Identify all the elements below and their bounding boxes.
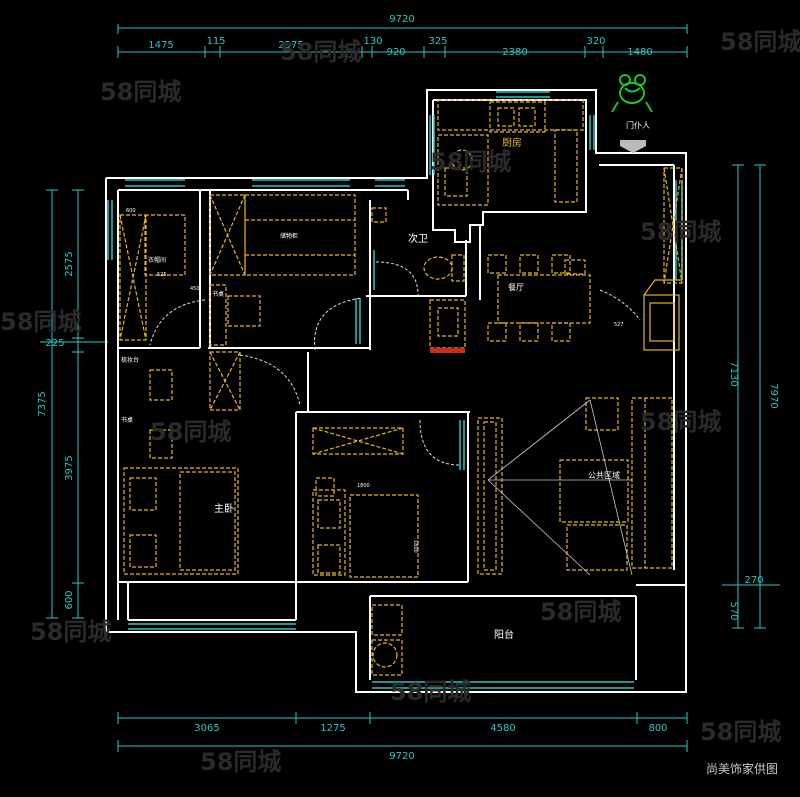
watermark: 58同城 xyxy=(540,598,621,626)
entrance-shoe-cabinet xyxy=(643,294,680,351)
wardrobe-cloakroom xyxy=(119,214,147,341)
dim-left-seg-3: 3975 xyxy=(64,455,75,480)
watermark: 58同城 xyxy=(150,418,231,446)
dim-top-seg-4: 130 xyxy=(363,36,382,47)
dim-top-seg-2: 115 xyxy=(206,36,225,47)
watermark: 58同城 xyxy=(100,78,181,106)
small-dim-6: 1800 xyxy=(412,540,418,553)
watermark: 58同城 xyxy=(200,748,281,776)
dim-top-seg-1: 1475 xyxy=(148,40,173,51)
label-master-bedroom: 主卧 xyxy=(214,502,234,515)
label-balcony: 阳台 xyxy=(494,628,514,641)
walls xyxy=(105,89,687,693)
image-credit: 尚美饰家供图 xyxy=(705,762,778,776)
small-dim-4: 527 xyxy=(614,322,624,328)
label-wardrobe: 书桌 xyxy=(121,416,133,424)
watermark: 58同城 xyxy=(280,38,361,66)
label-cloakroom: 衣帽间 xyxy=(148,256,166,264)
dining-table xyxy=(497,274,591,324)
doors xyxy=(149,261,641,466)
small-dim-2: 525 xyxy=(157,272,167,278)
watermark: 58同城 xyxy=(30,618,111,646)
small-dim-3: 450 xyxy=(190,286,200,292)
dim-top-seg-7: 2380 xyxy=(502,47,527,58)
dim-left-seg-2: 225 xyxy=(45,338,64,349)
sofa xyxy=(631,397,673,569)
dim-bottom-total: 9720 xyxy=(389,751,414,762)
watermark: 58同城 xyxy=(640,218,721,246)
watermark: 58同城 xyxy=(390,678,471,706)
furniture xyxy=(119,99,683,676)
entrance-arrow-icon xyxy=(620,140,646,153)
dim-bottom-seg-2: 1275 xyxy=(320,723,345,734)
dim-top-seg-5: 920 xyxy=(386,47,405,58)
watermark: 58同城 xyxy=(700,718,781,746)
label-entrance: 门仆人 xyxy=(626,120,650,130)
label-second-bath: 次卫 xyxy=(408,232,428,245)
dim-right-small-2: 570 xyxy=(728,601,739,620)
dim-top-seg-8: 320 xyxy=(586,36,605,47)
dim-right-small-1: 270 xyxy=(744,575,763,586)
dim-bottom-seg-3: 4580 xyxy=(490,723,515,734)
dim-top-total: 9720 xyxy=(389,14,414,25)
label-kitchen: 厨房 xyxy=(502,136,522,149)
label-study-desk: 书桌 xyxy=(212,290,224,298)
dim-bottom-seg-4: 800 xyxy=(648,723,667,734)
windows xyxy=(107,91,683,689)
dim-top-seg-9: 1480 xyxy=(627,47,652,58)
label-living: 公共区域 xyxy=(588,470,620,480)
dim-bottom-seg-1: 3065 xyxy=(194,723,219,734)
watermark: 58同城 xyxy=(0,308,81,336)
dim-right-outer: 7970 xyxy=(768,383,779,408)
master-bed xyxy=(123,467,239,575)
watermark: 58同城 xyxy=(720,28,800,56)
dim-top-seg-3: 2575 xyxy=(278,40,303,51)
label-dining: 餐厅 xyxy=(508,283,524,292)
label-vanity: 梳妆台 xyxy=(121,356,139,364)
dim-left-seg-1: 2575 xyxy=(64,251,75,276)
small-dim-5: 1800 xyxy=(357,483,370,489)
dim-right-inner: 7130 xyxy=(728,361,739,386)
small-dim-1: 600 xyxy=(126,208,136,214)
watermark: 58同城 xyxy=(430,148,511,176)
label-storage: 储物柜 xyxy=(280,232,298,240)
watermark: 58同城 xyxy=(640,408,721,436)
dim-left-outer: 7375 xyxy=(37,391,48,416)
mascot-logo-icon xyxy=(611,74,653,113)
dim-left-seg-4: 600 xyxy=(64,590,75,609)
dim-top-seg-6: 325 xyxy=(428,36,447,47)
threshold-red xyxy=(430,348,465,353)
